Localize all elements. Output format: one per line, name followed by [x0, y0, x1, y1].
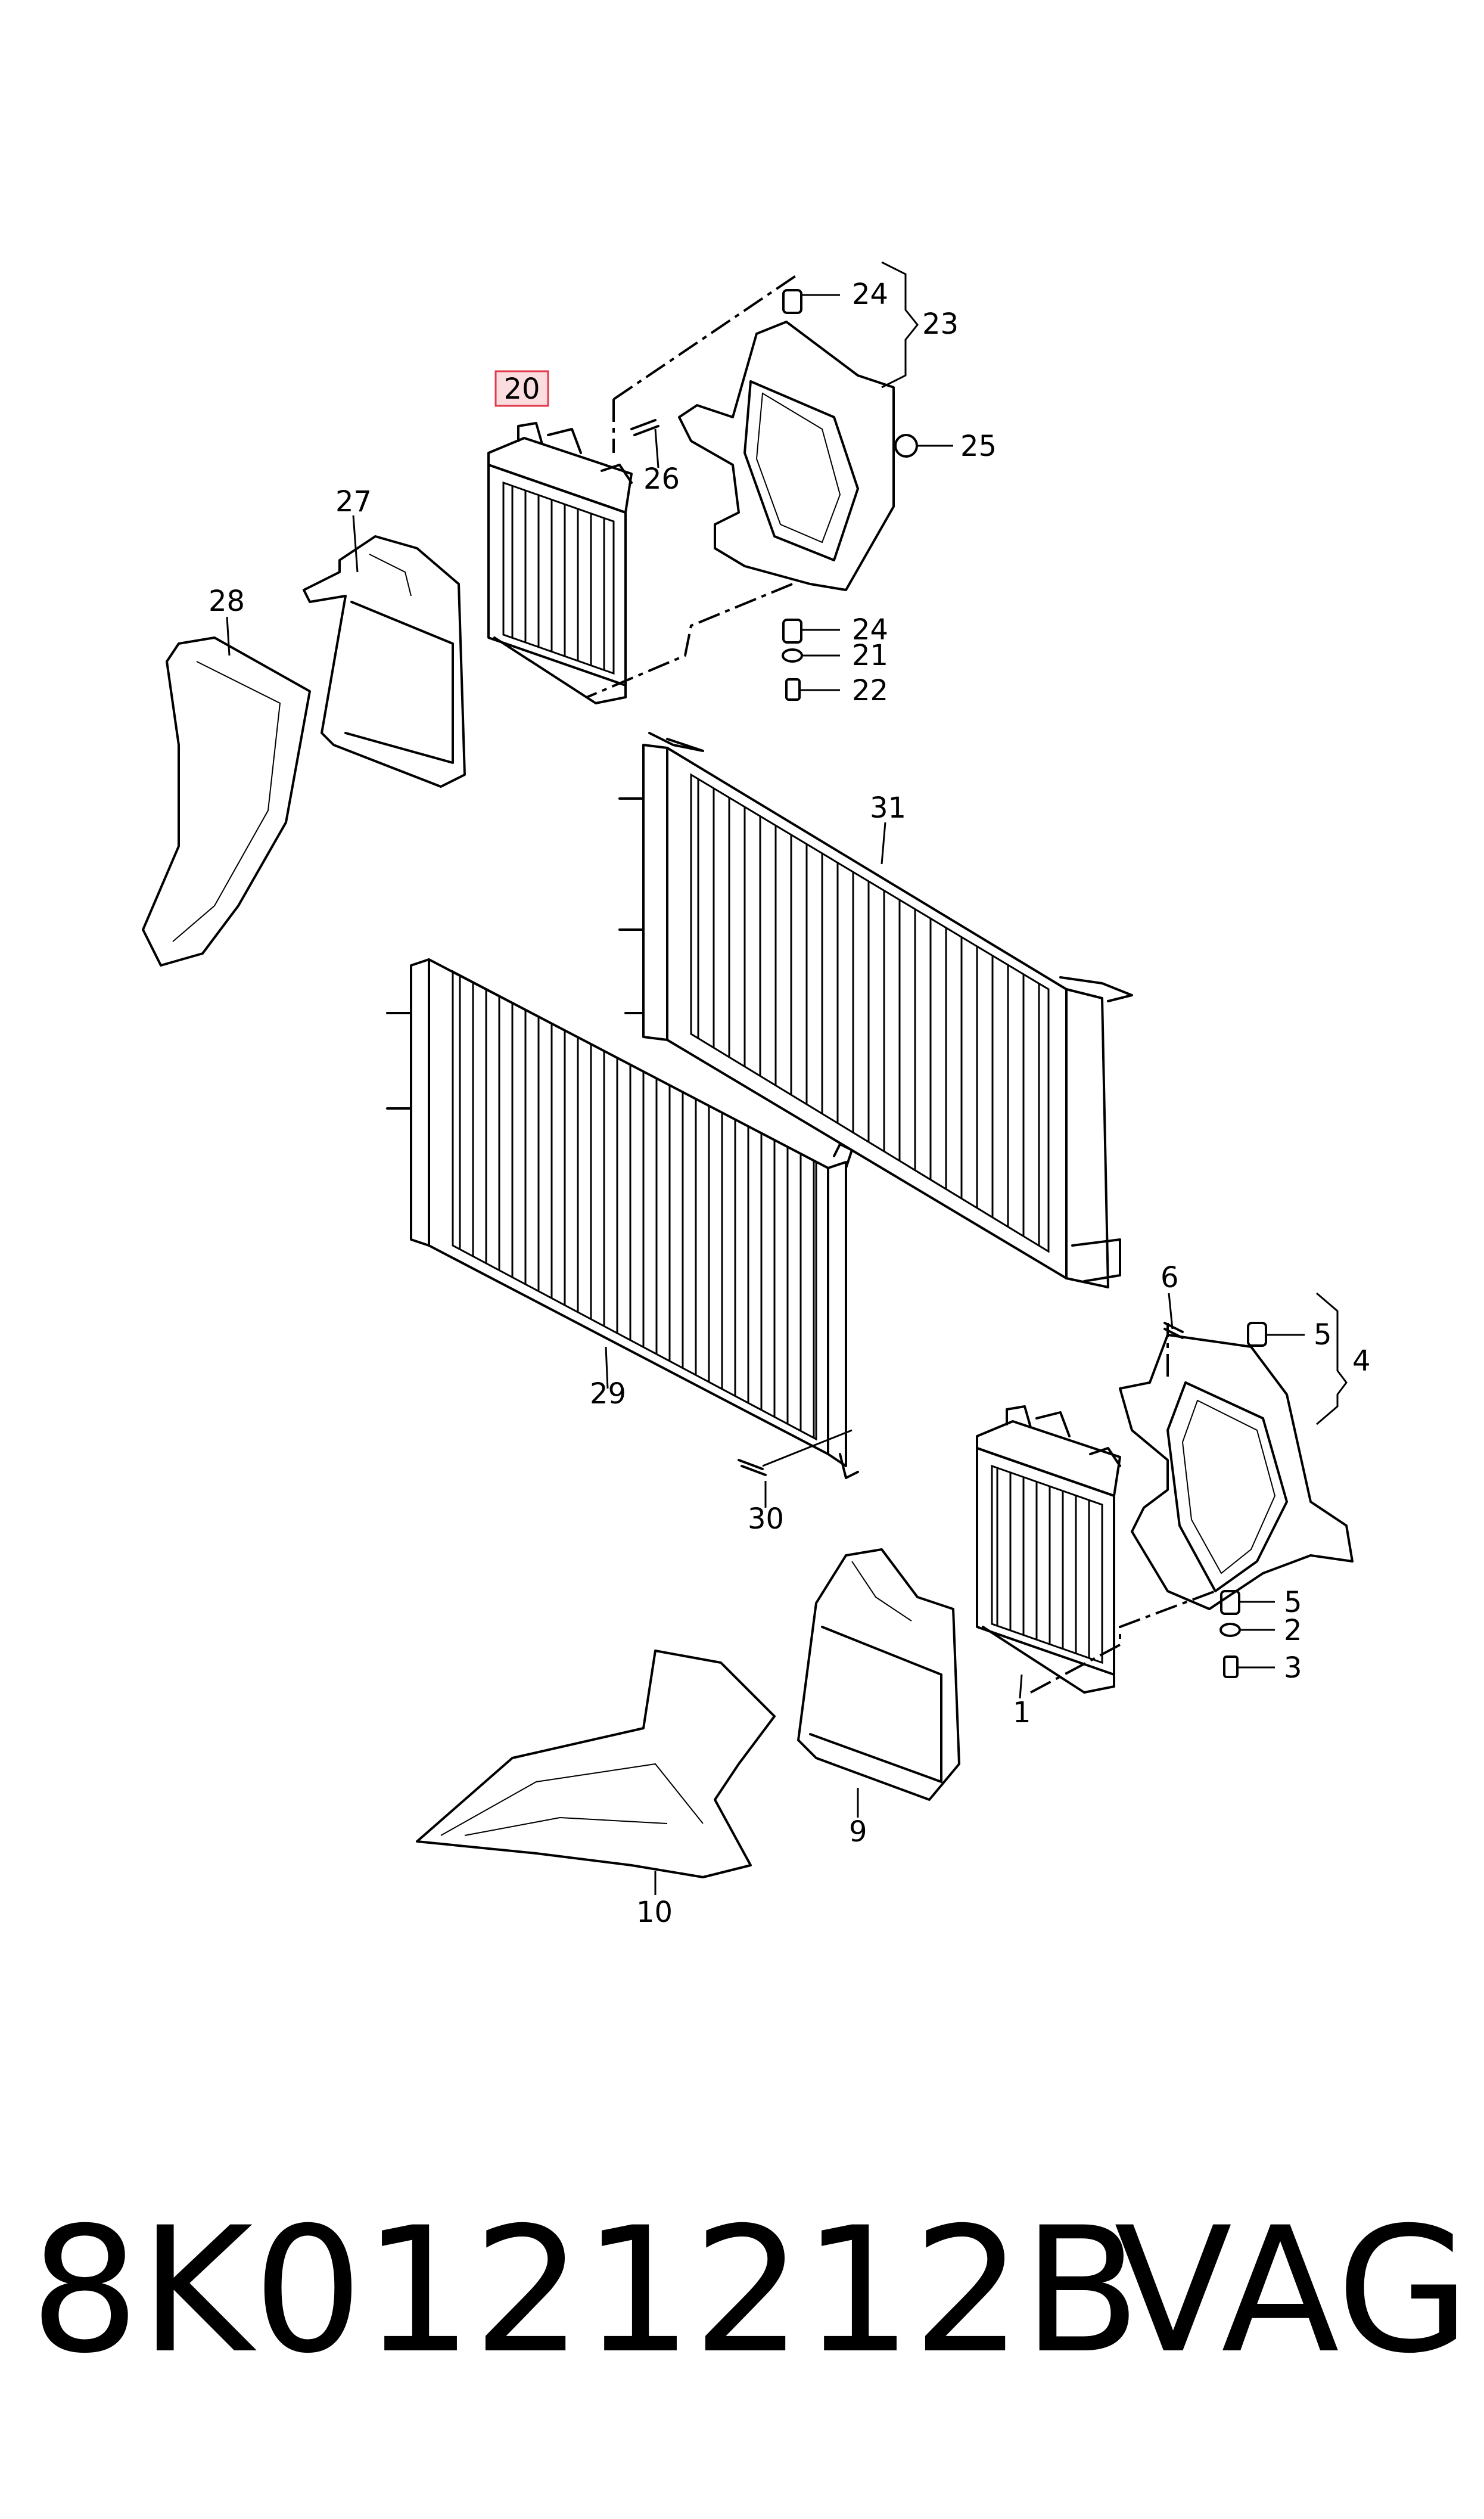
callout-24[interactable]: 24 — [852, 278, 888, 311]
callout-6[interactable]: 6 — [1161, 1261, 1179, 1294]
callout-9[interactable]: 9 — [849, 1815, 867, 1849]
brand-label: VAG — [1114, 2191, 1470, 2391]
air-duct-9 — [797, 1548, 960, 1801]
callout-27[interactable]: 27 — [335, 485, 372, 518]
callout-26[interactable]: 26 — [643, 462, 680, 496]
air-guide-28 — [142, 636, 311, 967]
leader-lines — [226, 261, 1348, 1895]
callout-23[interactable]: 23 — [922, 308, 959, 341]
callout-labels: 20 24 23 25 26 27 28 24 21 22 31 29 30 6… — [209, 278, 1371, 1929]
air-duct-27 — [303, 535, 466, 788]
callout-1[interactable]: 1 — [1013, 1696, 1031, 1729]
assembly-lines — [586, 273, 1216, 1694]
aux-radiator-1 — [976, 1405, 1121, 1694]
callout-20[interactable]: 20 — [503, 372, 540, 406]
callout-5[interactable]: 5 — [1314, 1318, 1332, 1352]
part-number: 8K0121212B — [30, 2191, 1141, 2391]
callout-30[interactable]: 30 — [748, 1502, 784, 1536]
exploded-parts-diagram: 20 24 23 25 26 27 28 24 21 22 31 29 30 6… — [142, 261, 1371, 1929]
callout-29[interactable]: 29 — [590, 1377, 626, 1411]
bracket-4 — [1119, 1334, 1354, 1610]
callout-25[interactable]: 25 — [960, 430, 997, 463]
callout-22[interactable]: 22 — [852, 674, 888, 707]
callout-10[interactable]: 10 — [636, 1896, 673, 1929]
callout-2[interactable]: 2 — [1284, 1614, 1302, 1647]
aux-radiator-20 — [487, 422, 633, 704]
callout-28[interactable]: 28 — [209, 585, 245, 618]
radiator-31 — [618, 732, 1133, 1288]
highlight-box-20 — [494, 370, 549, 407]
callout-24[interactable]: 24 — [852, 613, 888, 647]
callout-3[interactable]: 3 — [1284, 1651, 1302, 1685]
callout-21[interactable]: 21 — [852, 639, 888, 672]
callout-4[interactable]: 4 — [1352, 1344, 1371, 1378]
condenser-29 — [386, 958, 859, 1479]
callout-5[interactable]: 5 — [1284, 1586, 1302, 1619]
bracket-23 — [678, 321, 895, 591]
callout-31[interactable]: 31 — [870, 791, 906, 825]
air-guide-10 — [416, 1650, 776, 1878]
